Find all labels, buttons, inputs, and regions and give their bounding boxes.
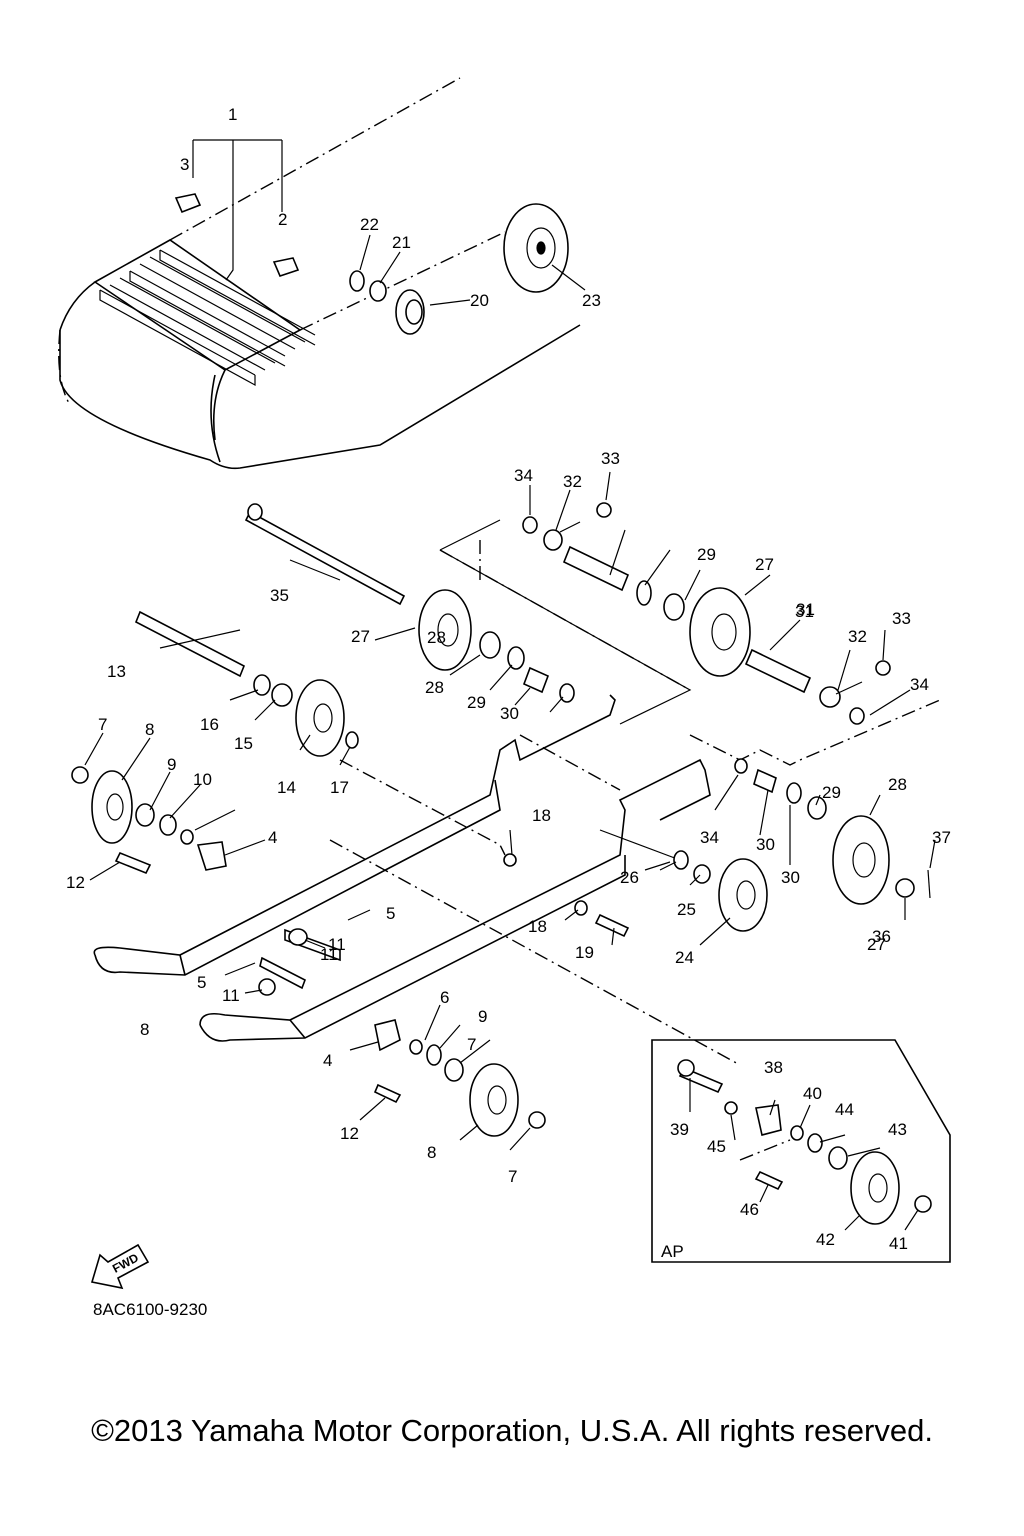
callout-23: 23 — [582, 291, 601, 310]
callout-3: 3 — [180, 155, 189, 174]
callout-30: 30 — [500, 704, 519, 723]
callout-26: 26 — [620, 868, 639, 887]
upper-idlers — [349, 203, 569, 335]
callout-9: 9 — [478, 1007, 487, 1026]
fwd-label: FWD — [110, 1250, 141, 1275]
callout-6: 6 — [440, 988, 449, 1007]
right-parts — [503, 758, 931, 938]
mid-wheels — [418, 502, 891, 725]
callout-37: 37 — [932, 828, 951, 847]
callout-7: 7 — [98, 715, 107, 734]
callout-34: 34 — [514, 466, 533, 485]
callout-18: 18 — [532, 806, 551, 825]
callout-35: 35 — [270, 586, 289, 605]
callout-7: 7 — [508, 1167, 517, 1186]
callout-43: 43 — [888, 1120, 907, 1139]
callout-29: 29 — [467, 693, 486, 712]
callout-34: 34 — [910, 675, 929, 694]
callout-32: 32 — [563, 472, 582, 491]
callout-28: 28 — [888, 775, 907, 794]
callout-5: 5 — [386, 904, 395, 923]
callout-28: 28 — [425, 678, 444, 697]
callout-42: 42 — [816, 1230, 835, 1249]
callout-8: 8 — [140, 1020, 149, 1039]
callout-12: 12 — [66, 873, 85, 892]
callout-7: 7 — [467, 1035, 476, 1054]
callout-12: 12 — [340, 1124, 359, 1143]
callout-30: 30 — [756, 835, 775, 854]
callout-41: 41 — [889, 1234, 908, 1253]
callout-25: 25 — [677, 900, 696, 919]
slide-rails — [93, 540, 941, 1066]
callout-2: 2 — [278, 210, 287, 229]
callout-28: 28 — [427, 628, 446, 647]
callout-22: 22 — [360, 215, 379, 234]
part-code: 8AC6100-9230 — [93, 1300, 207, 1319]
copyright-footer: ©2013 Yamaha Motor Corporation, U.S.A. A… — [91, 1413, 933, 1448]
left-wheels — [71, 674, 359, 875]
parts-diagram: FWD 123456789101112131415161718192021222… — [58, 77, 951, 1319]
callout-5: 5 — [197, 973, 206, 992]
callout-13: 13 — [107, 662, 126, 681]
callout-27: 27 — [867, 935, 886, 954]
track-clips — [174, 139, 300, 281]
callout-31: 31 — [795, 602, 814, 621]
inset-label: AP — [661, 1242, 684, 1261]
callout-21: 21 — [392, 233, 411, 252]
lower-left-parts — [258, 928, 546, 1137]
shafts — [134, 503, 406, 678]
callout-11: 11 — [328, 935, 346, 954]
callout-45: 45 — [707, 1137, 726, 1156]
callout-11: 11 — [320, 945, 338, 964]
callout-31: 31 — [796, 600, 815, 619]
callout-29: 29 — [697, 545, 716, 564]
leader-lines — [84, 234, 936, 1231]
callout-24: 24 — [675, 948, 694, 967]
callout-1: 1 — [228, 105, 237, 124]
callout-39: 39 — [670, 1120, 689, 1139]
callout-11: 11 — [222, 986, 240, 1005]
callout-34: 34 — [700, 828, 719, 847]
callout-8: 8 — [145, 720, 154, 739]
callout-19: 19 — [575, 943, 594, 962]
callout-29: 29 — [822, 783, 841, 802]
callout-15: 15 — [234, 734, 253, 753]
callout-9: 9 — [167, 755, 176, 774]
callout-20: 20 — [470, 291, 489, 310]
callout-27: 27 — [351, 627, 370, 646]
callout-14: 14 — [277, 778, 296, 797]
callout-8: 8 — [427, 1143, 436, 1162]
callout-33: 33 — [601, 449, 620, 468]
callout-10: 10 — [193, 770, 212, 789]
callout-33: 33 — [892, 609, 911, 628]
callout-38: 38 — [764, 1058, 783, 1077]
callout-44: 44 — [835, 1100, 854, 1119]
fwd-arrow-icon: FWD — [90, 1243, 150, 1290]
callout-32: 32 — [848, 627, 867, 646]
callout-40: 40 — [803, 1084, 822, 1103]
callout-18: 18 — [528, 917, 547, 936]
inset-ap — [651, 1039, 951, 1263]
callout-4: 4 — [323, 1051, 332, 1070]
callout-46: 46 — [740, 1200, 759, 1219]
callout-27: 27 — [755, 555, 774, 574]
callout-16: 16 — [200, 715, 219, 734]
track-belt — [58, 77, 581, 470]
callout-36: 36 — [872, 927, 891, 946]
callout-17: 17 — [330, 778, 349, 797]
callout-30: 30 — [781, 868, 800, 887]
callout-4: 4 — [268, 828, 277, 847]
